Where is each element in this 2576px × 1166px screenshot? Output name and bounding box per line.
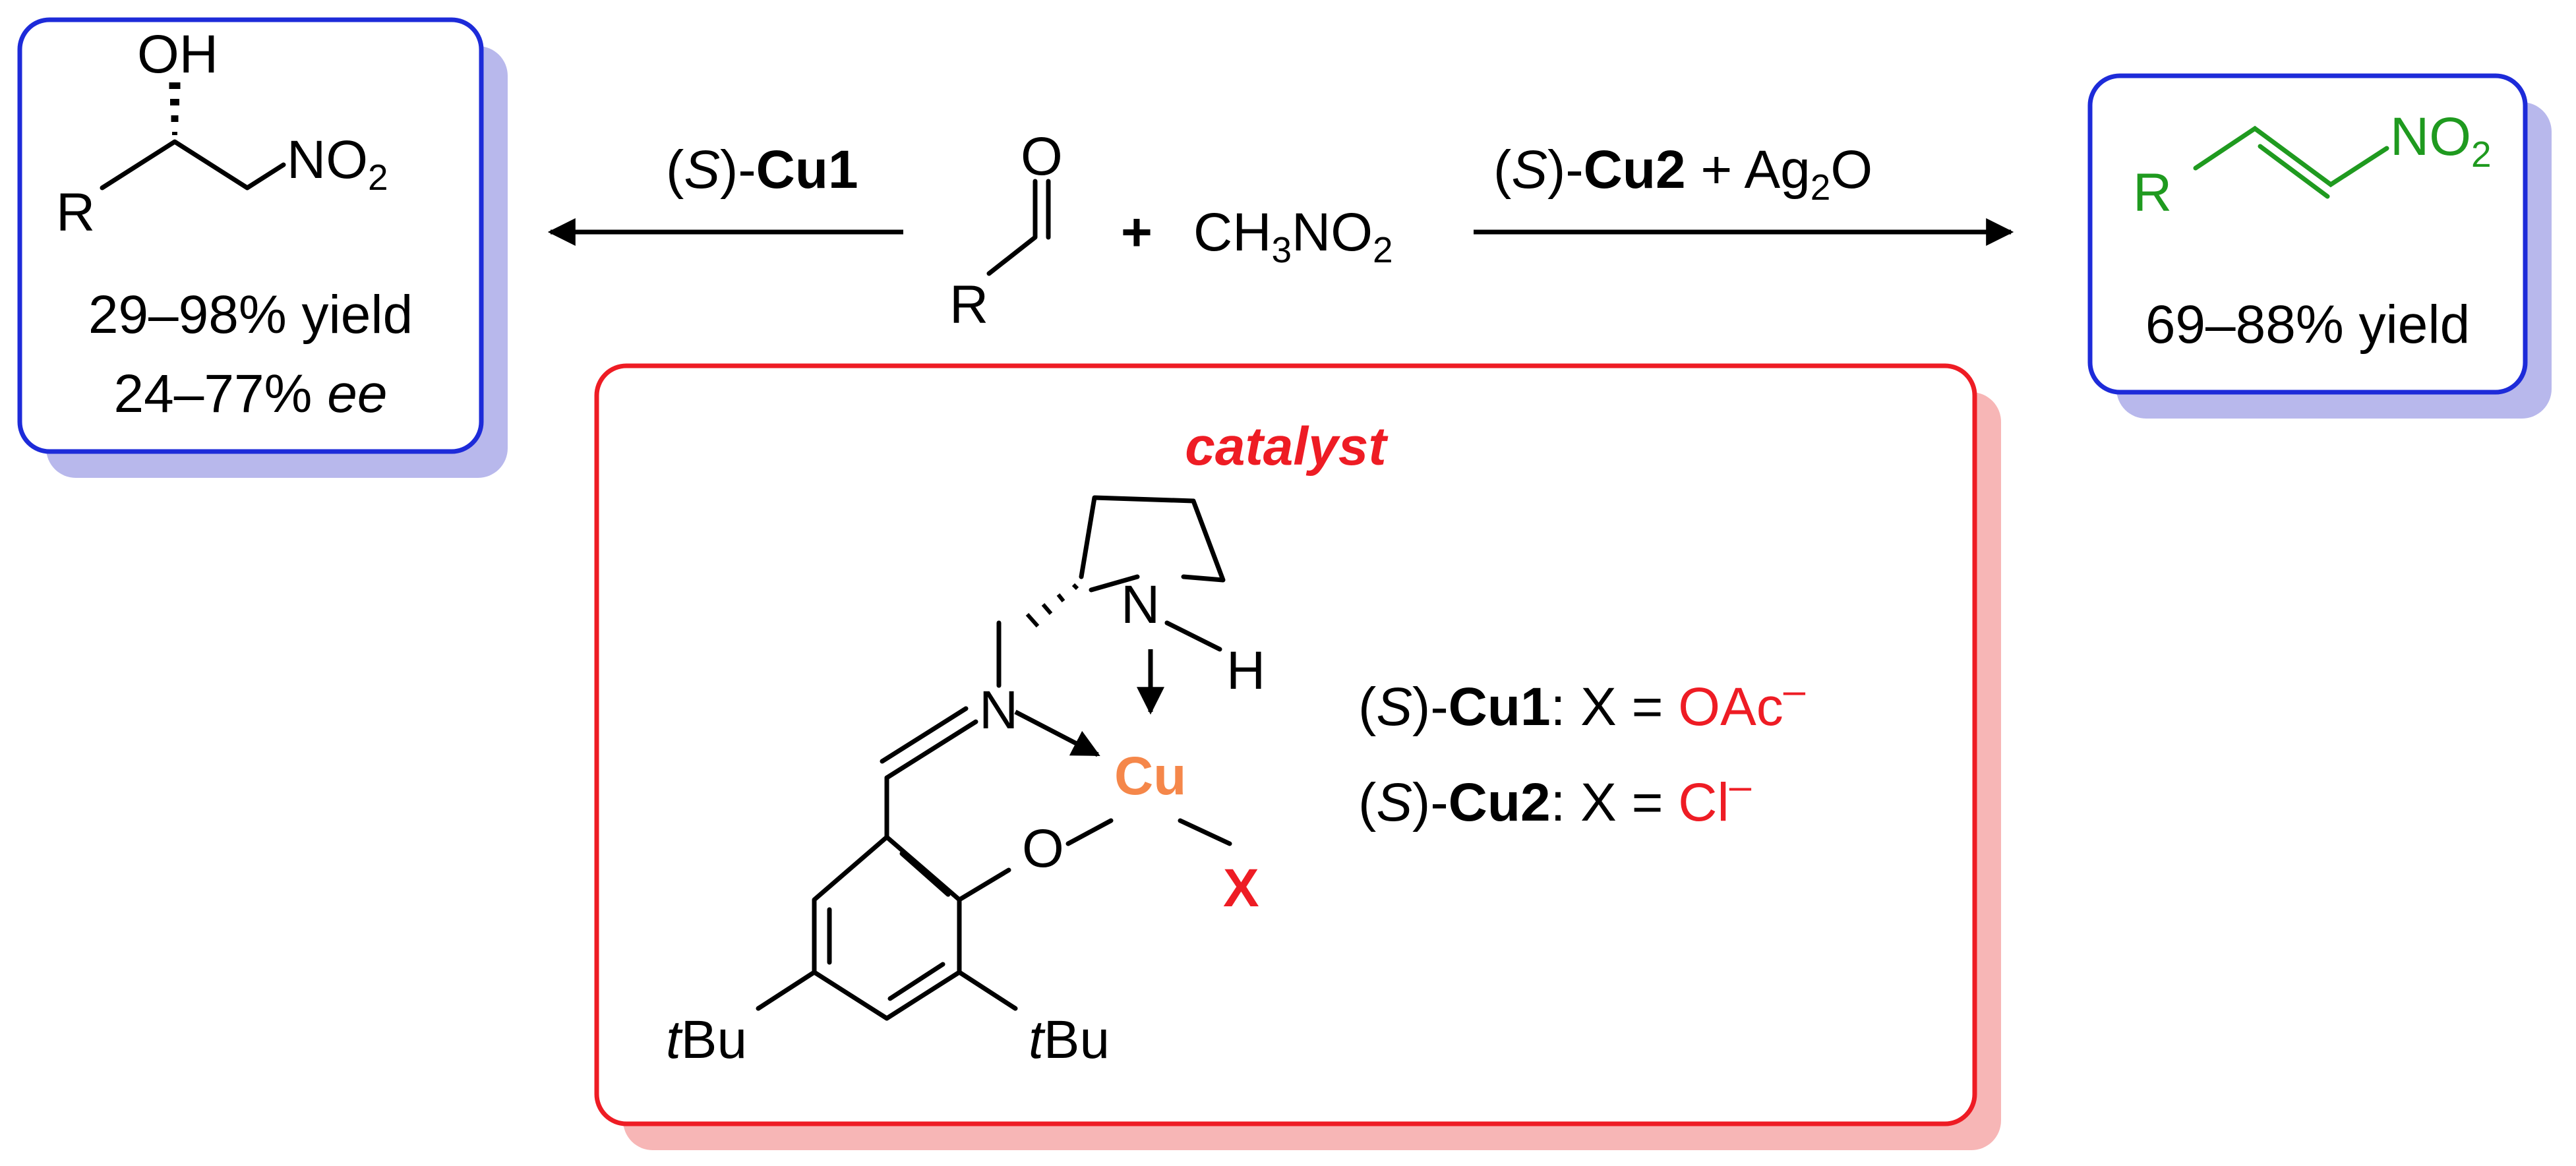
imine-n-label: N [979, 680, 1018, 740]
r-label: R [56, 183, 95, 243]
pyrrolidine-hashed-wedge [1025, 583, 1079, 627]
amine-h-label: H [1226, 641, 1265, 701]
tbu-right-label: tBu [1029, 1010, 1110, 1070]
nitroalkene-r-label: R [2133, 163, 2172, 223]
no2-label: NO2 [287, 130, 388, 198]
nitroalkene-structure: R NO2 [2133, 107, 2492, 223]
right-reagent-label: (S)-Cu2 + Ag2O [1493, 140, 1872, 208]
left-ee-text: 24–77% ee [114, 364, 388, 424]
left-reagent-label: (S)-Cu1 [666, 140, 858, 200]
catalyst-title: catalyst [1185, 417, 1389, 477]
nitromethane-label: CH3NO2 [1193, 202, 1393, 270]
left-yield-text: 29–98% yield [88, 285, 413, 345]
nitroalcohol-structure: OH R NO2 [56, 24, 388, 243]
right-reaction-arrow: (S)-Cu2 + Ag2O [1474, 140, 2014, 246]
right-yield-text: 69–88% yield [2145, 295, 2470, 355]
catalyst-structure: N H N Cu O X tBu tBu [666, 495, 1265, 1070]
catalyst-definition-cu2: (S)-Cu2: X = Cl– [1358, 764, 1752, 832]
left-reaction-arrow: (S)-Cu1 [547, 140, 903, 246]
catalyst-box-frame [594, 363, 1977, 1126]
catalyst-definition-cu1: (S)-Cu1: X = OAc– [1358, 668, 1806, 737]
x-ligand-label: X [1223, 858, 1259, 918]
tbu-left-label: tBu [666, 1010, 747, 1070]
nitroalkene-no2-label: NO2 [2390, 107, 2492, 175]
aldehyde-r-label: R [949, 275, 988, 335]
oh-label: OH [137, 24, 218, 84]
amine-n-label: N [1121, 575, 1160, 635]
aldehyde-o-label: O [1021, 127, 1063, 187]
copper-label: Cu [1114, 746, 1186, 806]
plus-sign: + [1121, 202, 1153, 262]
left-product-box: OH R NO2 29–98% yield 24–77% ee [17, 17, 508, 478]
aldehyde-structure: O R [949, 127, 1063, 335]
left-product-box-frame [17, 17, 484, 454]
right-product-box-frame [2087, 73, 2528, 395]
phenoxide-o-label: O [1022, 819, 1064, 879]
catalyst-box: catalyst [594, 363, 2001, 1150]
right-product-box: R NO2 69–88% yield [2087, 73, 2552, 419]
